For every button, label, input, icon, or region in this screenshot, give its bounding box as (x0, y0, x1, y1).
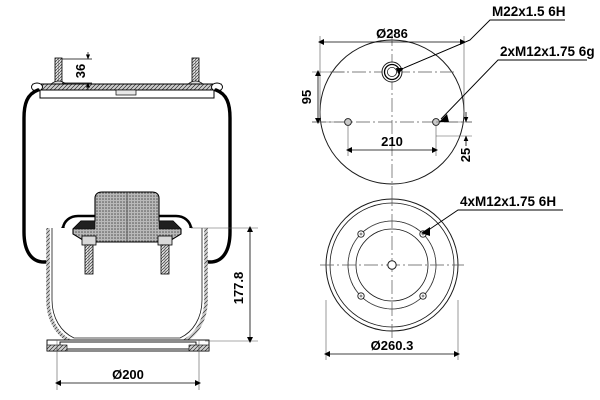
callout-top-studs: 2xM12x1.75 6g (439, 44, 595, 122)
air-port-hole (381, 61, 403, 83)
bumper-assembly (72, 191, 182, 243)
piston-bolt-hole-top-left (357, 230, 365, 238)
piston-can (46, 228, 208, 344)
dimension-dia-260-3: Ø260.3 (324, 300, 460, 360)
callout-air-port-label: M22x1.5 6H (492, 4, 566, 19)
callout-air-port: M22x1.5 6H (395, 4, 566, 74)
bottom-stud-right (157, 235, 173, 275)
dimension-177-8-label: 177.8 (231, 272, 246, 305)
dimension-dia-286-label: Ø286 (376, 26, 408, 41)
callout-bottom-holes-label: 4xM12x1.75 6H (460, 194, 556, 209)
dimension-95: 95 (299, 70, 345, 124)
piston-bolt-hole-bottom-right (419, 292, 427, 300)
dimension-36: 36 (62, 52, 92, 90)
callout-bottom-holes: 4xM12x1.75 6H (421, 194, 563, 236)
top-stud-left (54, 57, 63, 85)
top-plate-view: Ø286 95 210 25 (299, 4, 595, 192)
dimension-36-label: 36 (73, 64, 88, 78)
dimension-dia-286: Ø286 (318, 26, 466, 118)
callout-top-studs-label: 2xM12x1.75 6g (500, 44, 595, 59)
dimension-210-label: 210 (381, 134, 403, 149)
bottom-stud-left (81, 235, 97, 275)
air-port-boss (115, 89, 137, 96)
dimension-210: 210 (346, 126, 438, 156)
piston-center-hole (387, 260, 397, 270)
piston-base-plate (46, 339, 210, 352)
top-plate-assembly (31, 82, 223, 99)
top-stud-right (191, 57, 200, 85)
piston-bolt-hole-bottom-left (357, 292, 365, 300)
side-section-view: 36 177.8 Ø200 (22, 52, 258, 390)
dimension-dia-260-3-label: Ø260.3 (371, 338, 414, 353)
dimension-95-label: 95 (299, 90, 314, 104)
dimension-dia-200-label: Ø200 (112, 367, 144, 382)
dimension-177-8: 177.8 (191, 226, 258, 343)
dimension-dia-200: Ø200 (55, 347, 201, 390)
top-stud-hole-left (344, 118, 352, 126)
bottom-piston-view: 4xM12x1.75 6H Ø260.3 (320, 192, 563, 360)
dimension-25-label: 25 (458, 148, 473, 162)
